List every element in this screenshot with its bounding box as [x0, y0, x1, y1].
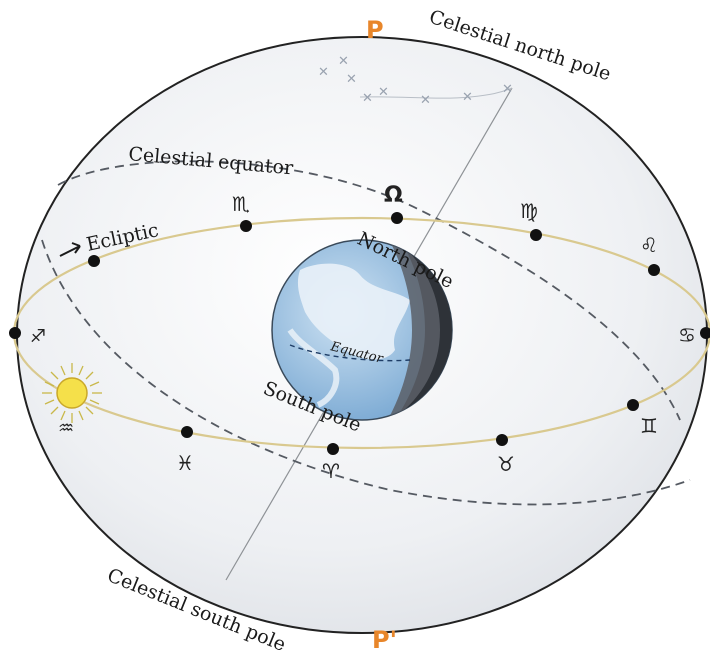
svg-text:✕: ✕: [338, 54, 349, 69]
glyph-gemini: ♊: [640, 414, 658, 438]
ecliptic-direction-arrow: [59, 242, 81, 257]
earth-globe: [271, 239, 453, 421]
svg-text:✕: ✕: [378, 85, 389, 100]
point-leo-node: [391, 212, 403, 224]
point-aries: [327, 443, 339, 455]
glyph-aries: ♈: [322, 459, 340, 483]
glyph-taurus: ♉: [497, 452, 515, 476]
svg-text:✕: ✕: [462, 90, 473, 105]
point-leo: [648, 264, 660, 276]
pole-label-bottom: P': [372, 626, 397, 654]
zodiac-points: [9, 212, 710, 455]
svg-text:✕: ✕: [362, 91, 373, 106]
point-pisces: [181, 426, 193, 438]
point-taurus: [496, 434, 508, 446]
glyph-leo-node: Ω: [384, 183, 403, 208]
svg-text:✕: ✕: [318, 65, 329, 80]
glyph-cancer: ♋: [678, 323, 696, 347]
svg-text:✕: ✕: [420, 93, 431, 108]
point-gemini: [627, 399, 639, 411]
point-cancer: [700, 327, 710, 339]
glyph-virgo: ♍: [520, 199, 538, 223]
north-star-constellation: ✕ ✕ ✕ ✕ ✕ ✕ ✕ ✕: [318, 54, 513, 108]
glyph-sagittarius: ♐: [30, 326, 46, 347]
svg-text:✕: ✕: [346, 72, 357, 87]
glyph-leo: ♌: [640, 233, 658, 257]
point-sagittarius: [9, 327, 21, 339]
glyph-scorpio: ♏: [232, 192, 250, 216]
earth-equator-line: [289, 344, 411, 362]
earth-landmass: [297, 263, 410, 360]
point-scorpio: [240, 220, 252, 232]
glyph-pisces: ♓: [176, 451, 194, 475]
glyph-aquarius: ♒: [58, 418, 74, 439]
sun-icon: [42, 363, 102, 423]
pole-label-top: P: [366, 16, 384, 44]
svg-text:✕: ✕: [502, 82, 513, 97]
point-virgo: [530, 229, 542, 241]
point-ecliptic-left: [88, 255, 100, 267]
celestial-equator-line-front: [41, 239, 691, 506]
